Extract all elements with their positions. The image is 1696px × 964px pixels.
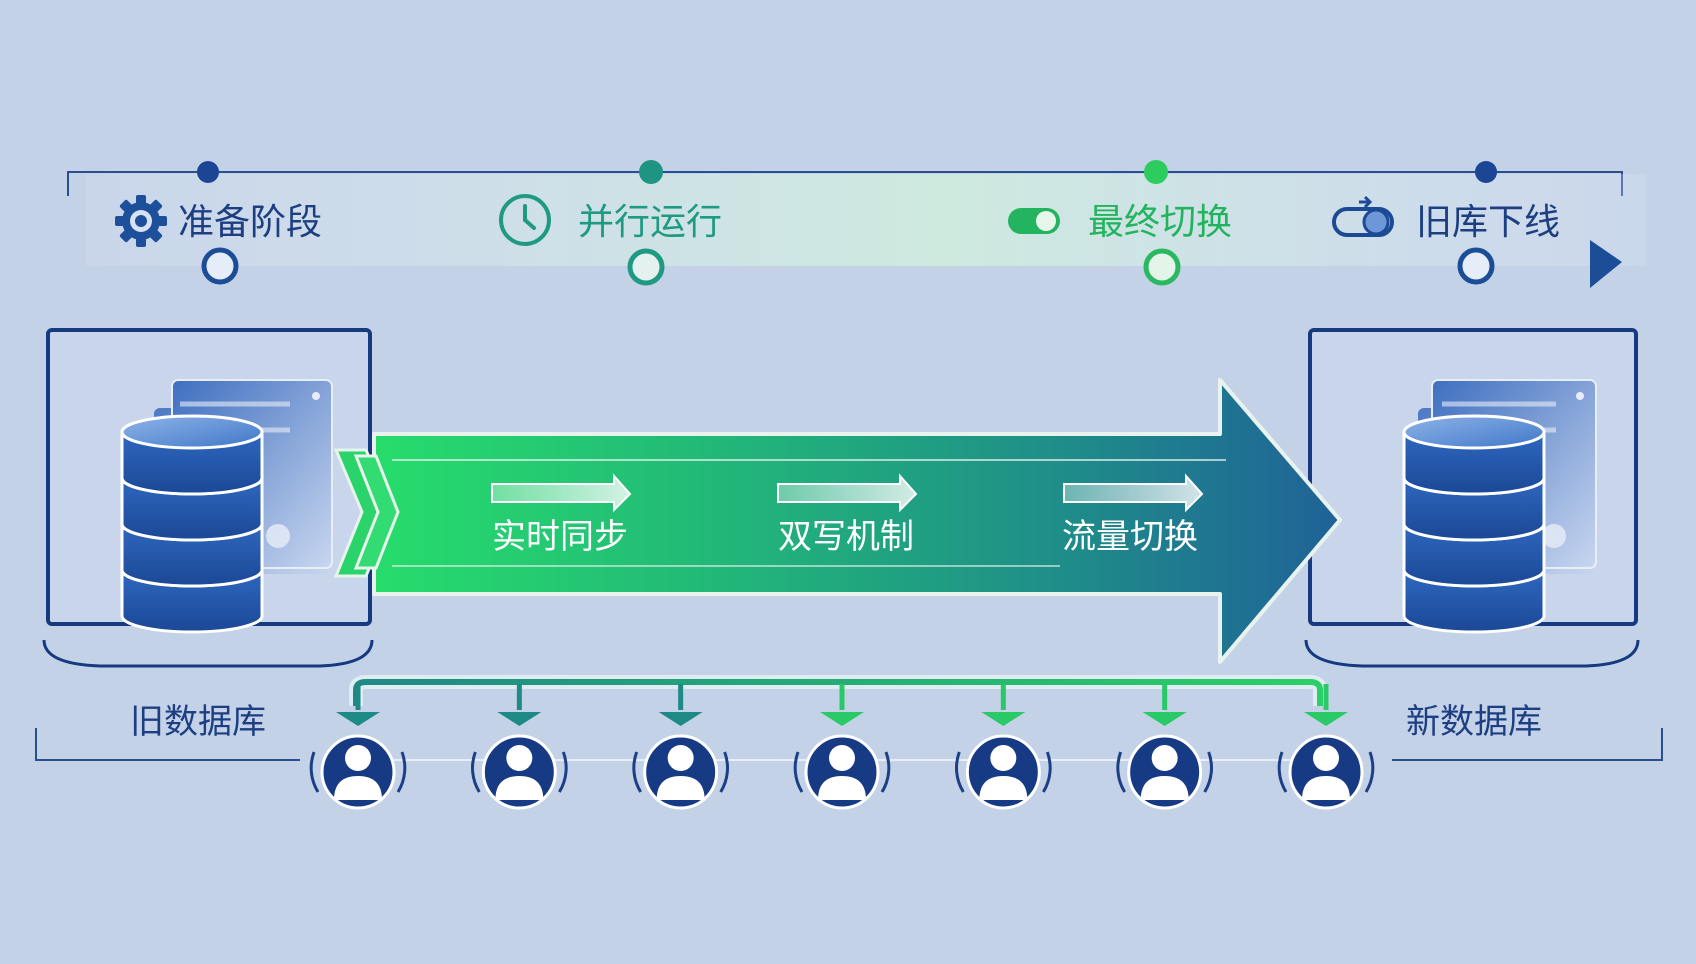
down-arrow-icon [1304,712,1348,726]
step-traffic-switch: 流量切换 [1062,473,1204,557]
step-label: 双写机制 [778,517,914,557]
chevron-icon [333,448,400,578]
down-arrow-icon [820,712,864,726]
user-avatar-icon [1116,734,1213,810]
migration-steps: 实时同步 双写机制 流量切换 [491,473,1204,557]
stage-node [627,248,665,286]
user-distribution [309,675,1375,810]
user-item [1277,684,1375,810]
toggle-icon [1008,208,1060,234]
database-base [42,639,374,668]
arrow-body [372,378,1342,664]
target-db-label: 新数据库 [1406,702,1542,742]
user-avatar-icon [955,734,1052,810]
clock-icon [499,194,551,246]
user-avatar-icon [1277,734,1375,810]
down-arrow-icon [336,712,380,726]
toggle-off-icon [1332,195,1394,237]
user-item [471,684,568,810]
migration-arrow: 实时同步 双写机制 流量切换 [333,378,1342,664]
stage-decommission: 旧库下线 [1332,161,1560,285]
down-arrow-icon [981,712,1026,726]
timeline-arrowhead [1590,240,1622,288]
stage-node [1143,248,1181,286]
stage-node [1457,247,1495,285]
stage-parallel-run: 并行运行 [499,160,722,286]
top-dot [1144,160,1168,184]
gear-icon [115,195,167,247]
stage-label: 最终切换 [1088,202,1232,243]
old-database: 旧数据库 [42,328,374,742]
down-arrow-icon [1142,712,1187,726]
source-db-label: 旧数据库 [130,702,266,742]
step-realtime-sync: 实时同步 [491,473,632,557]
step-label: 实时同步 [492,517,628,557]
stage-node [201,247,239,285]
database-cylinder-icon [120,414,264,634]
stage-final-switch: 最终切换 [1008,160,1232,286]
stage-label: 准备阶段 [178,202,322,243]
user-avatar-icon [309,734,407,810]
database-cylinder-icon [1402,414,1546,634]
user-item [309,684,407,810]
user-item [1116,684,1213,810]
user-avatar-icon [471,734,568,810]
down-arrow-icon [497,712,542,726]
top-dot [197,161,219,183]
top-dot [1475,161,1497,183]
user-avatar-icon [632,734,729,810]
arrow-right-icon [777,473,918,513]
arrow-right-icon [1063,473,1204,513]
stage-preparation: 准备阶段 [115,161,322,285]
down-arrow-icon [658,712,703,726]
step-label: 流量切换 [1062,517,1198,557]
stage-label: 旧库下线 [1416,202,1560,243]
user-list [309,684,1375,810]
timeline: 准备阶段 并行运行 最终切换 [67,160,1646,288]
user-item [632,684,729,810]
system-bracket [35,728,1663,761]
stage-label: 并行运行 [578,202,722,243]
database-base [1304,639,1640,668]
new-database: 新数据库 [1304,328,1640,742]
step-dual-write: 双写机制 [777,473,918,557]
user-item [955,684,1052,810]
arrow-right-icon [491,473,632,513]
bus-halo [349,675,1327,706]
user-item [793,684,891,810]
user-avatar-icon [793,734,891,810]
top-dot [639,160,663,184]
